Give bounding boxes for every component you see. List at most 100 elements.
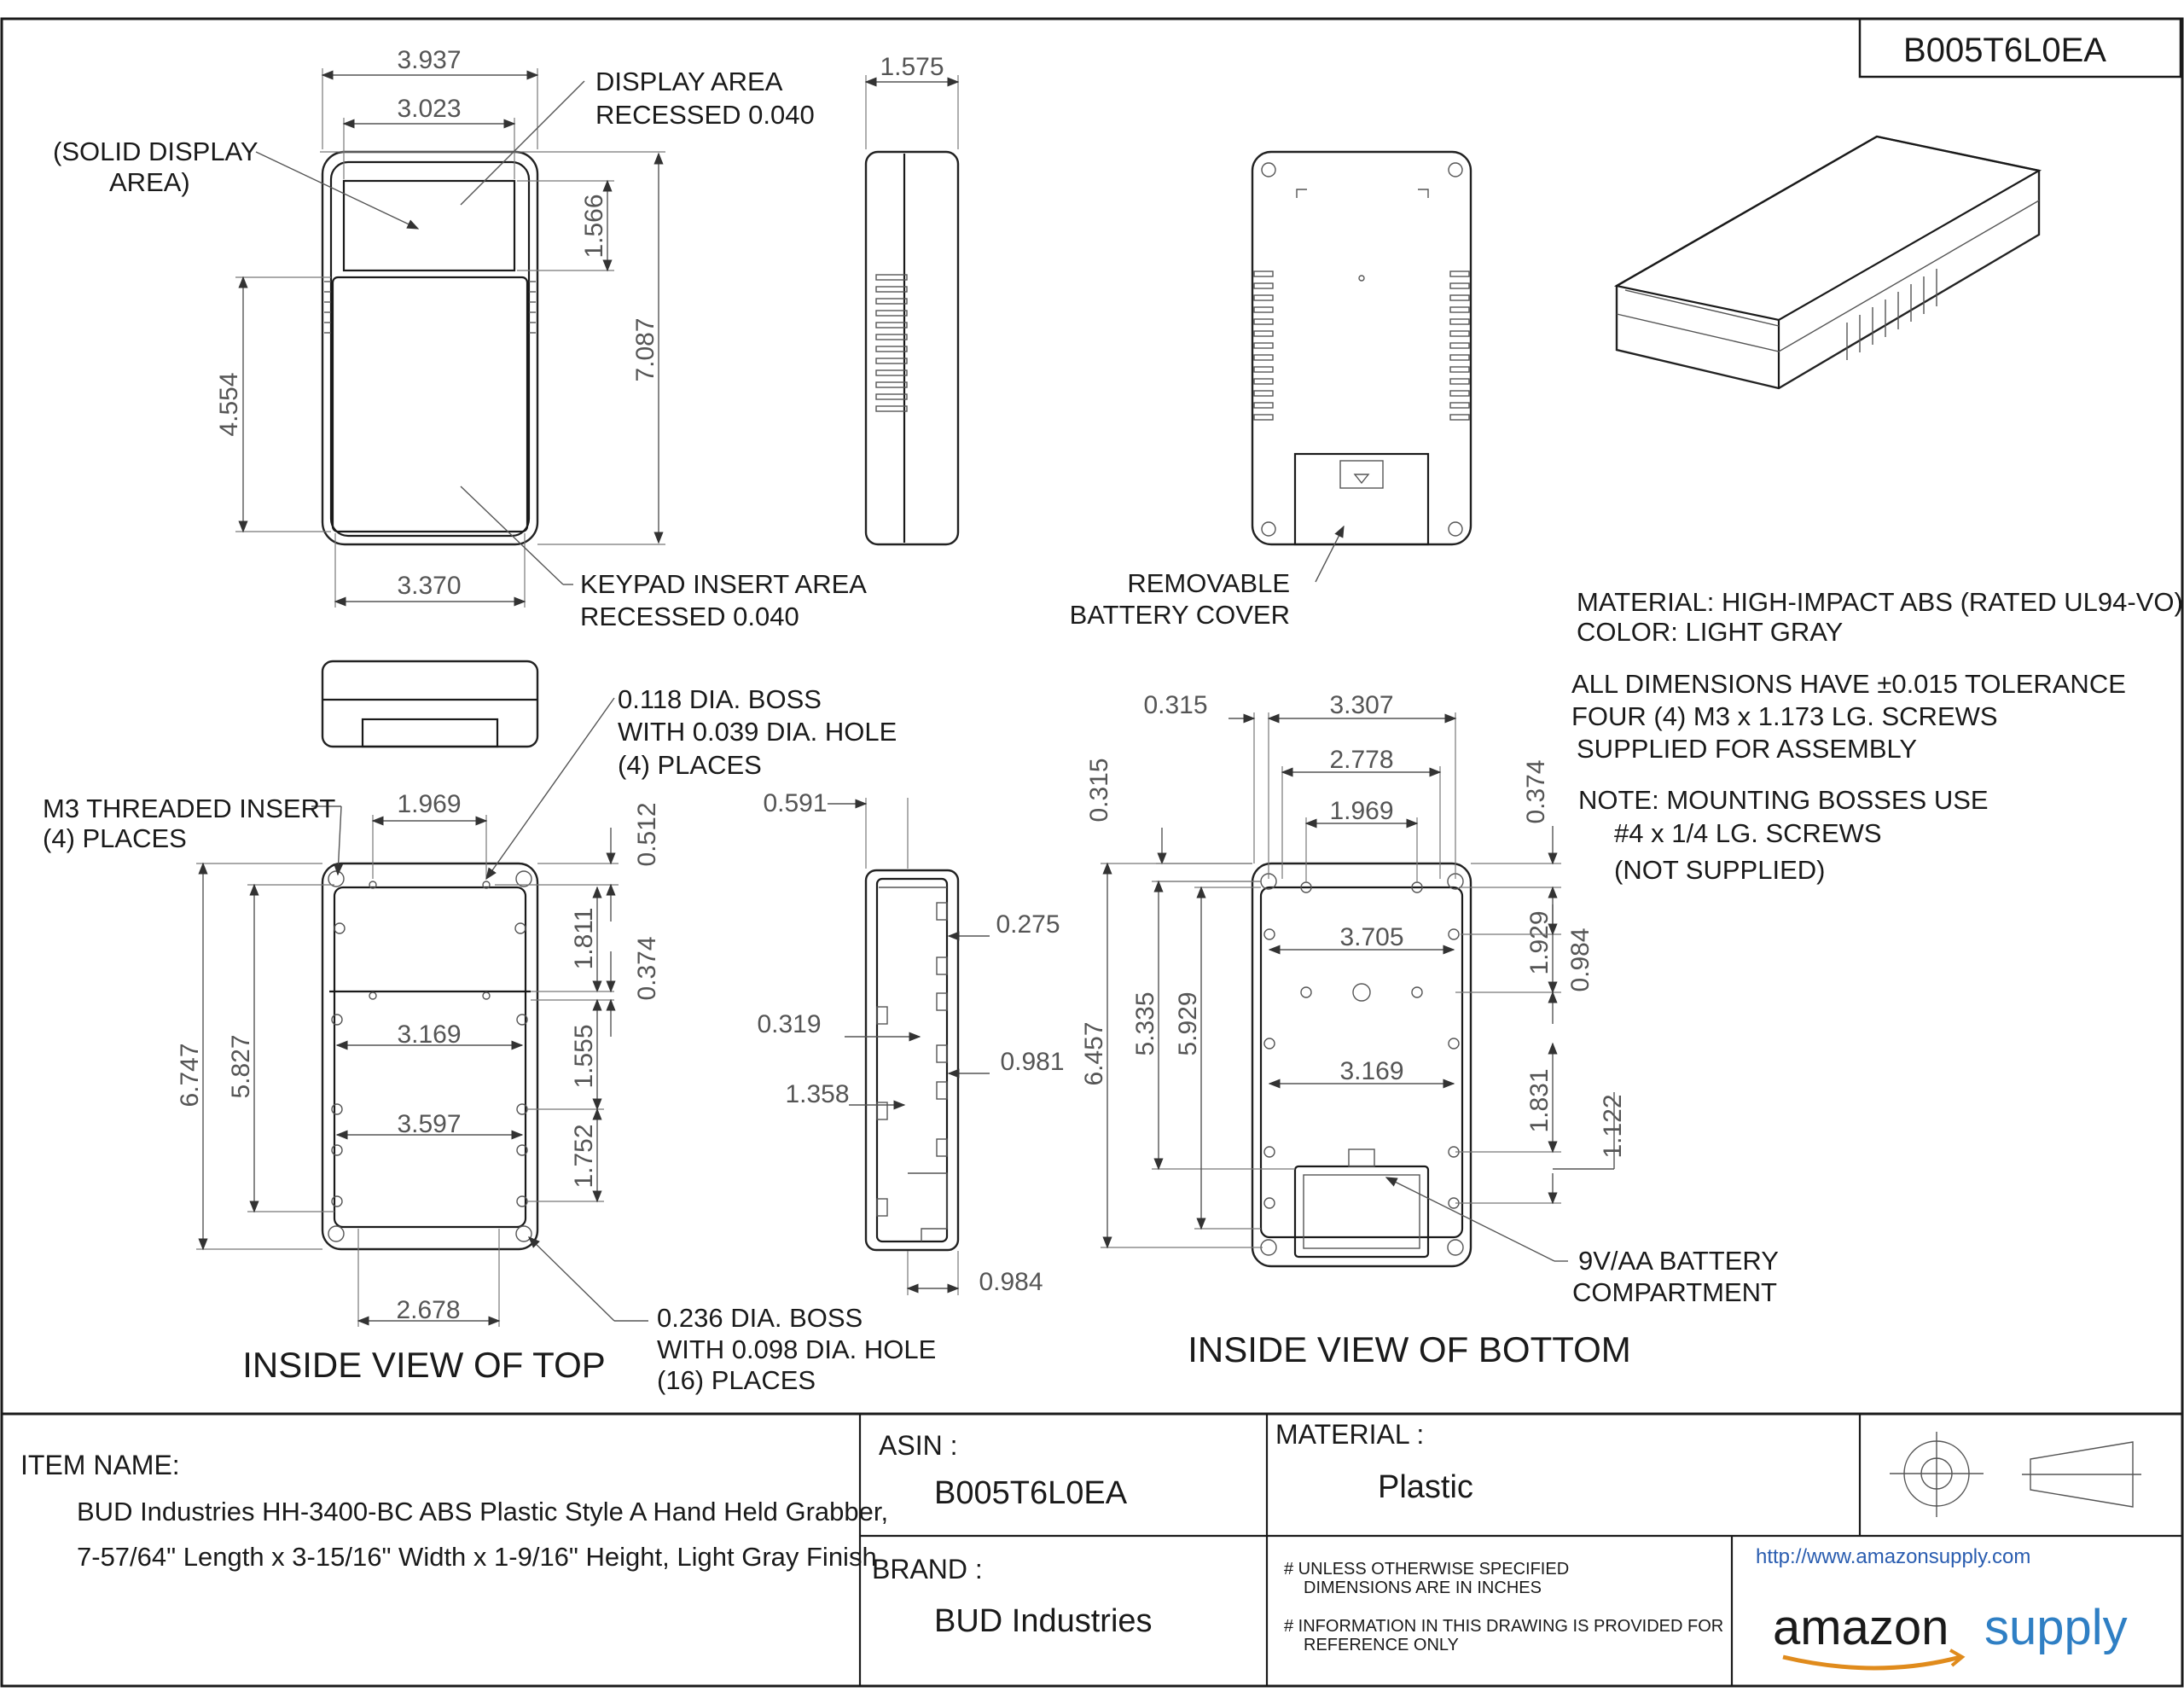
callout-display-area-1: DISPLAY AREA (595, 67, 783, 96)
side-view: 1.575 (864, 53, 960, 546)
section-view: 0.591 0.275 0.319 0.981 1.358 0.984 (757, 789, 1064, 1296)
dim-bot-len-c: 5.929 (1174, 991, 1202, 1055)
dim-sec-a: 0.275 (996, 910, 1060, 939)
callout-battery-cover-2: BATTERY COVER (1070, 600, 1290, 630)
dim-bot-len-b: 5.335 (1131, 991, 1159, 1055)
ref-note-1: # INFORMATION IN THIS DRAWING IS PROVIDE… (1284, 1617, 1723, 1636)
callout-small-boss-3: (4) PLACES (618, 750, 762, 780)
item-name-line-1: BUD Industries HH-3400-BC ABS Plastic St… (77, 1497, 888, 1526)
dim-boss-offset-a: 0.512 (633, 802, 661, 866)
callout-keypad-area-2: RECESSED 0.040 (580, 602, 799, 631)
ref-note-2: REFERENCE ONLY (1304, 1636, 1459, 1654)
general-notes: MATERIAL: HIGH-IMPACT ABS (RATED UL94-VO… (1571, 587, 2183, 885)
front-view: 3.937 3.023 1.566 7.087 4.554 3.370 DISP… (53, 46, 867, 631)
dim-sec-e: 0.984 (979, 1268, 1043, 1296)
dim-rib-d: 1.752 (570, 1124, 598, 1188)
dim-bot-edge: 0.315 (1143, 691, 1207, 719)
units-note-2: DIMENSIONS ARE IN INCHES (1304, 1579, 1542, 1597)
dim-bot-w2: 2.778 (1329, 746, 1393, 774)
amazonsupply-url[interactable]: http://www.amazonsupply.com (1756, 1545, 2030, 1568)
isometric-view (1613, 135, 2042, 390)
item-name-label: ITEM NAME: (20, 1450, 180, 1480)
dim-sec-b: 0.319 (757, 1010, 821, 1038)
note-1: COLOR: LIGHT GRAY (1577, 617, 1843, 647)
dim-rib-b: 0.374 (633, 936, 661, 1000)
note-5: NOTE: MOUNTING BOSSES USE (1578, 785, 1989, 815)
brand-label: BRAND : (872, 1554, 983, 1584)
dim-insert-spacing: 1.969 (397, 790, 461, 818)
dim-top-width: 3.937 (397, 46, 461, 74)
dim-bot-r2: 0.984 (1566, 927, 1594, 991)
back-view: REMOVABLE BATTERY COVER (1070, 150, 1472, 630)
dim-rib-a: 1.811 (570, 908, 598, 970)
callout-small-boss-1: 0.118 DIA. BOSS (618, 684, 822, 714)
callout-small-boss-2: WITH 0.039 DIA. HOLE (618, 717, 897, 747)
dim-top-len-b: 5.827 (227, 1034, 255, 1098)
note-7: (NOT SUPPLIED) (1614, 855, 1825, 885)
part-number-box: B005T6L0EA (1858, 17, 2182, 78)
dim-inner-a: 3.169 (397, 1020, 461, 1049)
asin-label: ASIN : (879, 1430, 957, 1461)
item-name-line-2: 7-57/64" Length x 3-15/16" Width x 1-9/1… (77, 1542, 877, 1572)
title-block: ITEM NAME: BUD Industries HH-3400-BC ABS… (2, 1412, 2182, 1686)
note-3: FOUR (4) M3 x 1.173 LG. SCREWS (1571, 701, 1998, 731)
callout-solid-display-2: AREA) (109, 167, 190, 197)
view-title-top: INSIDE VIEW OF TOP (242, 1345, 606, 1385)
note-4: SUPPLIED FOR ASSEMBLY (1577, 734, 1917, 764)
view-title-bottom: INSIDE VIEW OF BOTTOM (1188, 1329, 1631, 1369)
note-0: MATERIAL: HIGH-IMPACT ABS (RATED UL94-VO… (1577, 587, 2183, 617)
dim-sec-d: 1.358 (785, 1080, 849, 1108)
callout-large-boss-1: 0.236 DIA. BOSS (657, 1303, 863, 1333)
callout-battery-compartment-2: COMPARTMENT (1572, 1277, 1777, 1307)
callout-threaded-insert-2: (4) PLACES (43, 823, 187, 853)
callout-battery-compartment-1: 9V/AA BATTERY (1578, 1246, 1779, 1276)
dim-boss-span-top: 2.678 (396, 1296, 460, 1324)
material-value: Plastic (1378, 1469, 1473, 1505)
dim-overall-length: 7.087 (631, 317, 659, 381)
dim-bot-right-edge: 0.374 (1522, 759, 1550, 823)
dim-side-depth: 1.575 (880, 53, 944, 81)
dim-bot-w4: 3.705 (1339, 923, 1403, 951)
units-note-1: # UNLESS OTHERWISE SPECIFIED (1284, 1560, 1569, 1579)
inside-view-bottom: 0.315 3.307 2.778 1.969 0.315 0.374 3.70… (1080, 691, 1779, 1369)
callout-display-area-2: RECESSED 0.040 (595, 100, 815, 130)
part-number: B005T6L0EA (1903, 32, 2106, 69)
callout-large-boss-3: (16) PLACES (657, 1365, 816, 1395)
dim-keypad-width: 3.370 (397, 572, 461, 600)
dim-bot-r1: 1.929 (1525, 910, 1554, 974)
dim-bot-r3: 1.831 (1525, 1068, 1554, 1132)
note-6: #4 x 1/4 LG. SCREWS (1614, 818, 1882, 848)
dim-top-len-a: 6.747 (176, 1043, 204, 1107)
dim-bot-r4: 1.122 (1599, 1094, 1627, 1158)
callout-keypad-area-1: KEYPAD INSERT AREA (580, 569, 867, 599)
dim-keypad-height: 4.554 (215, 372, 243, 436)
logo-word-supply: supply (1984, 1600, 2128, 1655)
material-label: MATERIAL : (1275, 1419, 1424, 1450)
dim-display-height: 1.566 (580, 194, 608, 258)
dim-inner-b: 3.597 (397, 1110, 461, 1138)
dim-sec-w: 0.591 (763, 789, 827, 817)
projection-symbol-icon (1890, 1432, 2141, 1517)
logo-arrow-icon (1949, 1648, 1966, 1667)
callout-solid-display-1: (SOLID DISPLAY (53, 137, 258, 166)
logo-word-amazon: amazon (1773, 1600, 1949, 1655)
dim-sec-c: 0.981 (1000, 1048, 1064, 1076)
callout-battery-cover-1: REMOVABLE (1127, 568, 1290, 598)
callout-large-boss-2: WITH 0.098 DIA. HOLE (657, 1334, 936, 1364)
amazonsupply-logo: amazon supply (1773, 1600, 2128, 1671)
dim-bot-w1: 3.307 (1329, 691, 1393, 719)
asin-value: B005T6L0EA (934, 1475, 1128, 1511)
dim-bot-w5: 3.169 (1339, 1057, 1403, 1085)
sheet-border (0, 17, 2184, 1688)
dim-rib-c: 1.555 (570, 1024, 598, 1088)
logo-smile-icon (1782, 1654, 1961, 1671)
brand-value: BUD Industries (934, 1603, 1153, 1639)
callout-threaded-insert-1: M3 THREADED INSERT (43, 794, 335, 823)
note-2: ALL DIMENSIONS HAVE ±0.015 TOLERANCE (1571, 669, 2126, 699)
dim-bot-w3: 1.969 (1329, 797, 1393, 825)
dim-bot-top-edge: 0.315 (1085, 758, 1113, 822)
dim-display-width: 3.023 (397, 95, 461, 123)
dim-bot-len-a: 6.457 (1080, 1021, 1108, 1085)
